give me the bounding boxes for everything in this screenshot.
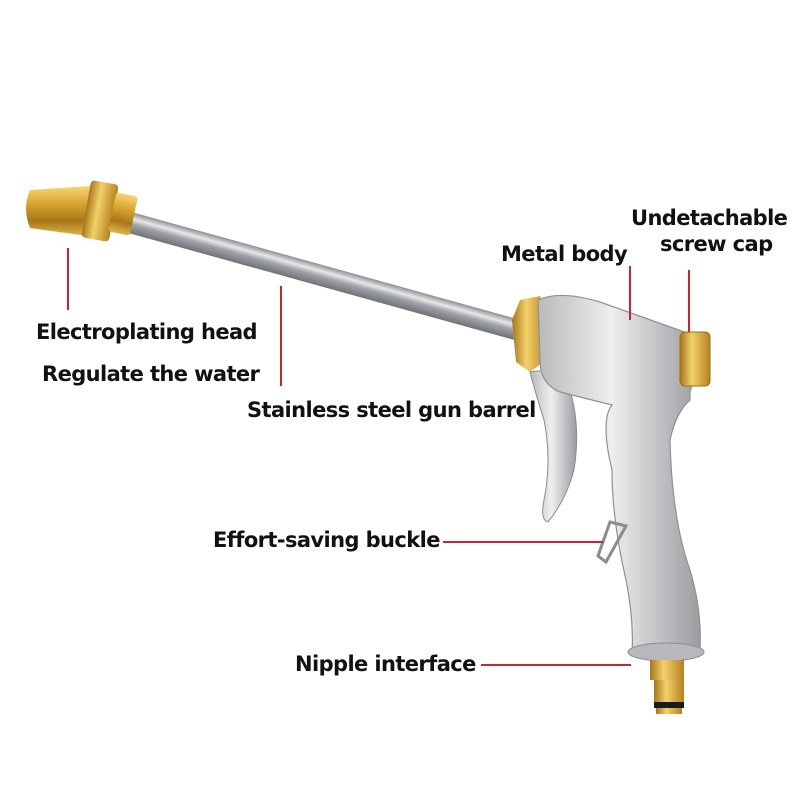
label-nipple: Nipple interface — [295, 652, 476, 676]
label-metal-body: Metal body — [501, 242, 628, 266]
leader-line-cap — [688, 270, 690, 332]
leader-line-buckle — [443, 541, 603, 543]
leader-line-barrel — [280, 286, 282, 386]
label-regulate-water: Regulate the water — [42, 362, 260, 386]
label-screw-cap-line2: screw cap — [660, 232, 773, 256]
label-screw-cap-line1: Undetachable — [631, 206, 788, 230]
leader-line-head — [67, 248, 69, 310]
label-electroplating-head: Electroplating head — [36, 320, 258, 344]
label-buckle: Effort-saving buckle — [213, 528, 440, 552]
leader-line-nipple — [481, 664, 631, 666]
label-barrel: Stainless steel gun barrel — [247, 398, 536, 422]
nipple-connector — [650, 660, 684, 714]
nozzle-head — [26, 180, 138, 242]
buckle — [596, 520, 629, 565]
screw-cap — [679, 331, 711, 387]
gun-barrel — [125, 211, 526, 342]
leader-line-body — [629, 266, 631, 320]
